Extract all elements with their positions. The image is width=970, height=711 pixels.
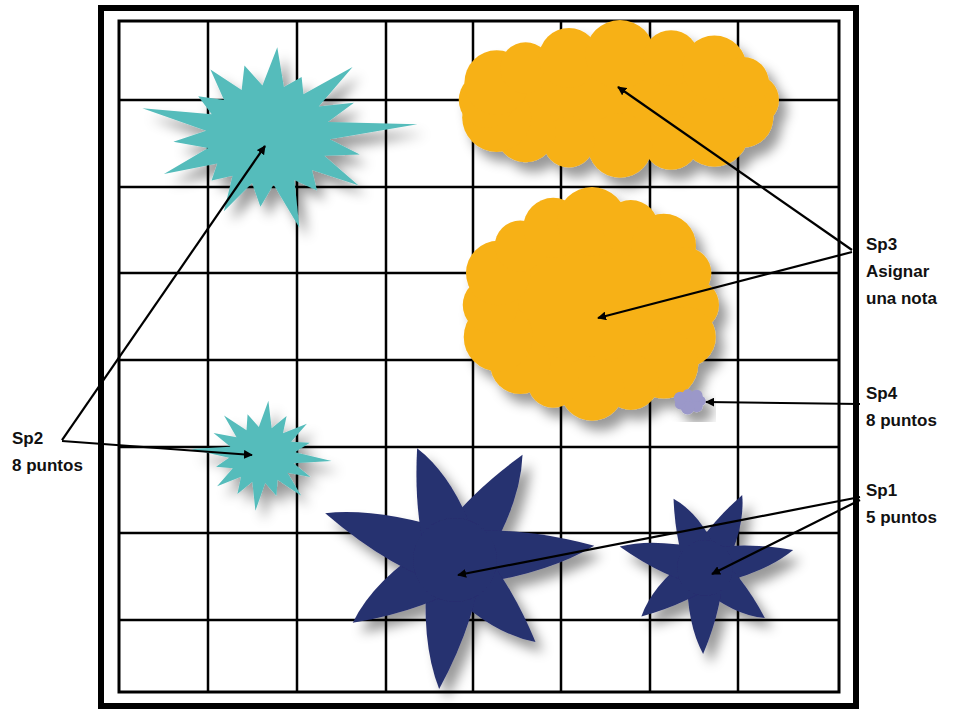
species-code: Sp3 xyxy=(866,231,956,258)
species-code: Sp4 xyxy=(866,380,966,407)
cloud-lobe xyxy=(718,57,769,108)
leader-line xyxy=(62,146,265,440)
score-note: 5 puntos xyxy=(866,504,966,531)
cloud-lobe xyxy=(691,390,703,402)
flower-core xyxy=(413,518,497,602)
leader-line xyxy=(598,252,852,318)
score-note: Asignar una nota xyxy=(866,258,956,312)
lilac-blob xyxy=(674,389,706,414)
leader-line xyxy=(706,402,860,404)
score-note: 8 puntos xyxy=(12,452,112,479)
score-note: 8 puntos xyxy=(866,407,966,434)
quadrat-grid xyxy=(118,20,840,693)
leader-line xyxy=(62,441,252,455)
navy-flower xyxy=(325,448,594,689)
species-code: Sp1 xyxy=(866,477,966,504)
spiky-star xyxy=(190,401,331,511)
cloud-lobe xyxy=(588,113,653,178)
leader-line xyxy=(618,87,852,250)
species-shapes xyxy=(142,20,793,689)
outer-frame xyxy=(101,8,856,706)
spiky-star xyxy=(142,47,417,227)
navy-flower xyxy=(620,495,794,654)
orange-cloud xyxy=(459,20,779,178)
inner-frame xyxy=(119,21,839,692)
leader-line xyxy=(458,497,860,575)
leader-line xyxy=(712,500,860,574)
species-code: Sp2 xyxy=(12,425,112,452)
orange-cloud xyxy=(463,187,719,421)
leader-lines xyxy=(62,87,860,575)
